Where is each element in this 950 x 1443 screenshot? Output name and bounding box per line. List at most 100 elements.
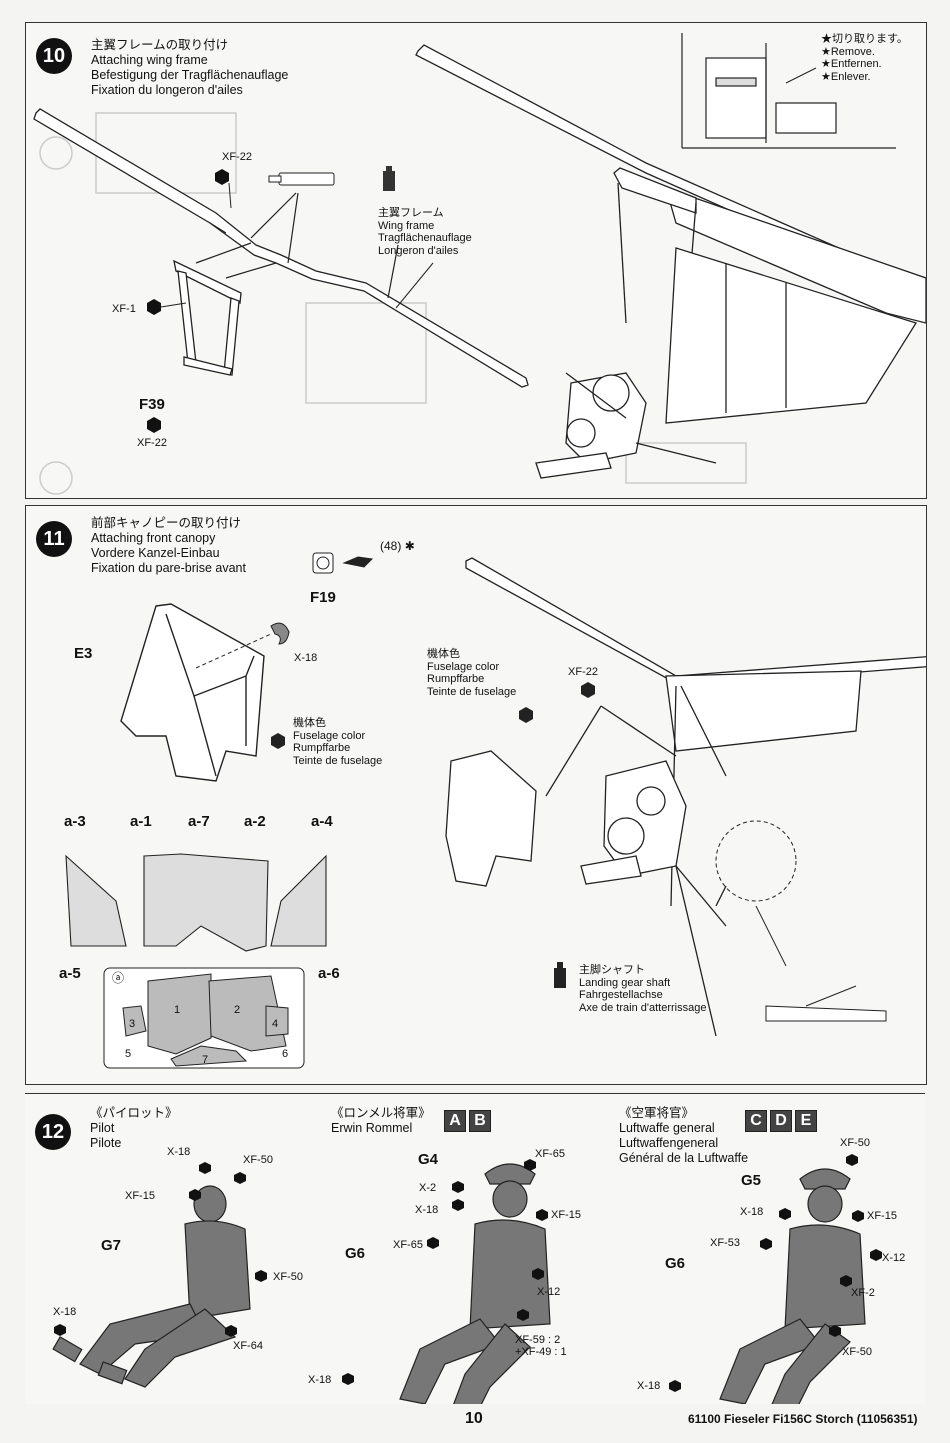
paint-callout: X-18	[740, 1206, 764, 1218]
paint-hex-icon	[779, 1208, 791, 1220]
title-fr: Fixation du pare-brise avant	[91, 561, 246, 575]
decal-label: a-6	[318, 965, 340, 982]
spray-can-icon	[554, 968, 566, 988]
version-badge: E	[795, 1110, 817, 1132]
title-jp: 前部キャノピーの取り付け	[91, 516, 242, 530]
title-de: Vordere Kanzel-Einbau	[91, 546, 220, 560]
detail-circle	[715, 820, 797, 902]
paint-hex-icon	[840, 1275, 852, 1287]
paint-hex-icon	[452, 1199, 464, 1211]
general-title-jp: 《空軍将官》	[619, 1106, 695, 1120]
pilot-title-jp: 《パイロット》	[90, 1106, 178, 1120]
paint-hex-icon	[532, 1268, 544, 1280]
part-number-e3: E3	[74, 645, 93, 662]
gear-jp: 主脚シャフト	[579, 964, 645, 976]
paint-hex-icon	[669, 1380, 681, 1392]
paint-callout: XF-50	[273, 1271, 303, 1283]
fuselage-de: Rumpffarbe	[293, 742, 351, 754]
spray-can-icon	[383, 166, 395, 191]
part-number-g7: G7	[101, 1237, 122, 1254]
paint-callout: X-18	[53, 1306, 77, 1318]
fuselage-assembly-drawing	[415, 44, 926, 479]
paint-callout-x18: X-18	[294, 652, 318, 664]
f39-bracket-part	[173, 259, 242, 376]
decal-label: a-2	[244, 813, 266, 830]
title-de: Befestigung der Tragflächenauflage	[91, 68, 289, 82]
paint-callout: XF-65	[535, 1148, 565, 1160]
paint-callout: XF-15	[125, 1190, 155, 1202]
fuselage2-jp: 機体色	[427, 648, 460, 660]
mask-sheet-label: ⓐ	[112, 971, 125, 985]
mask-number: 6	[282, 1048, 289, 1060]
decal-label: a-4	[311, 813, 333, 830]
step-10-panel: 10 主翼フレームの取り付け Attaching wing frame Befe…	[25, 22, 927, 499]
fuselage-fr: Teinte de fuselage	[293, 754, 383, 767]
paint-mix-callout: XF-59 : 2 +XF-49 : 1	[515, 1334, 567, 1358]
paint-marker-icons	[271, 682, 595, 988]
f19-part	[270, 622, 290, 645]
fuselage-en: Fuselage color	[293, 729, 366, 742]
step-10-drawing	[33, 33, 926, 495]
general-title-en: Luftwaffe general	[619, 1121, 715, 1135]
mask-number: 3	[129, 1018, 136, 1030]
version-badge: A	[444, 1110, 466, 1132]
decal-label: a-3	[64, 813, 86, 830]
paint-hex-icon	[342, 1373, 354, 1385]
paint-hex-icon	[452, 1181, 464, 1193]
mask-sheet	[103, 967, 305, 1069]
paint-hex-markers	[54, 1154, 882, 1392]
cement-number-value: 48	[384, 539, 398, 553]
title-fr: Fixation du longeron d'ailes	[91, 83, 243, 97]
cement-number: (48) ✱	[380, 539, 415, 553]
paint-callout: XF-65	[393, 1239, 423, 1251]
paint-callout: XF-50	[840, 1137, 870, 1149]
remove-jp: ★切り取ります。	[821, 33, 908, 45]
paint-callout-xf1: XF-1	[112, 303, 136, 315]
paint-hex-icon	[829, 1325, 841, 1337]
decal-label: a-5	[59, 965, 81, 982]
paint-callout-xf22: XF-22	[568, 666, 598, 678]
fuselage-canopy-assembly	[445, 557, 926, 1037]
paint-callout: XF-15	[867, 1210, 897, 1222]
part-number-f39: F39	[139, 396, 165, 413]
paint-callout: XF-53	[710, 1237, 740, 1249]
part-number-g6: G6	[665, 1255, 686, 1272]
paint-hex-icon	[524, 1159, 536, 1171]
paint-hex-icon	[147, 299, 161, 315]
title-jp: 主翼フレームの取り付け	[91, 38, 229, 52]
wing-frame-part	[33, 108, 529, 388]
paint-callout: XF-50	[243, 1154, 273, 1166]
remove-note: ★切り取ります。 ★Remove. ★Entfernen. ★Enlever.	[821, 33, 908, 83]
paint-callout: X-12	[882, 1252, 906, 1264]
paint-hex-icon	[852, 1210, 864, 1222]
general-title-fr: Général de la Luftwaffe	[619, 1151, 749, 1165]
paint-callout: X-18	[308, 1374, 332, 1386]
paint-hex-icon	[517, 1309, 529, 1321]
rommel-title-en: Erwin Rommel	[331, 1121, 413, 1135]
wing-frame-jp: 主翼フレーム	[378, 207, 444, 219]
paint-callout: X-18	[637, 1380, 661, 1392]
paint-callout: XF-15	[551, 1209, 581, 1221]
step-title: 前部キャノピーの取り付け Attaching front canopy Vord…	[91, 516, 246, 576]
remove-en: ★Remove.	[821, 45, 875, 58]
remove-fr: ★Enlever.	[821, 70, 871, 83]
part-number-g6: G6	[345, 1245, 366, 1262]
paint-hex-icon	[581, 682, 595, 698]
product-footer: 61100 Fieseler Fi156C Storch (11056351)	[688, 1412, 918, 1426]
paint-hex-icon	[234, 1172, 246, 1184]
step-number-badge: 10	[36, 38, 72, 74]
general-title: 《空軍将官》 Luftwaffe general Luftwaffengener…	[619, 1106, 748, 1166]
step-12-panel: 12 《パイロット》 Pilot Pilote X-18 XF-50 XF-15…	[25, 1093, 925, 1404]
paint-hex-icon	[215, 169, 229, 185]
paint-hex-icon	[519, 707, 533, 723]
cement-bottle-icon	[312, 552, 374, 574]
step-11-drawing	[65, 552, 926, 1069]
rommel-title: 《ロンメル将軍》 Erwin Rommel	[331, 1106, 431, 1136]
mask-number: 2	[234, 1004, 241, 1016]
mask-number: 7	[202, 1054, 209, 1066]
decal-panels	[65, 853, 327, 952]
cement-tube-icon	[268, 172, 335, 186]
paint-hex-icon	[427, 1237, 439, 1249]
pilot-figure	[52, 1185, 251, 1388]
step-10-callout-marks	[147, 67, 817, 433]
